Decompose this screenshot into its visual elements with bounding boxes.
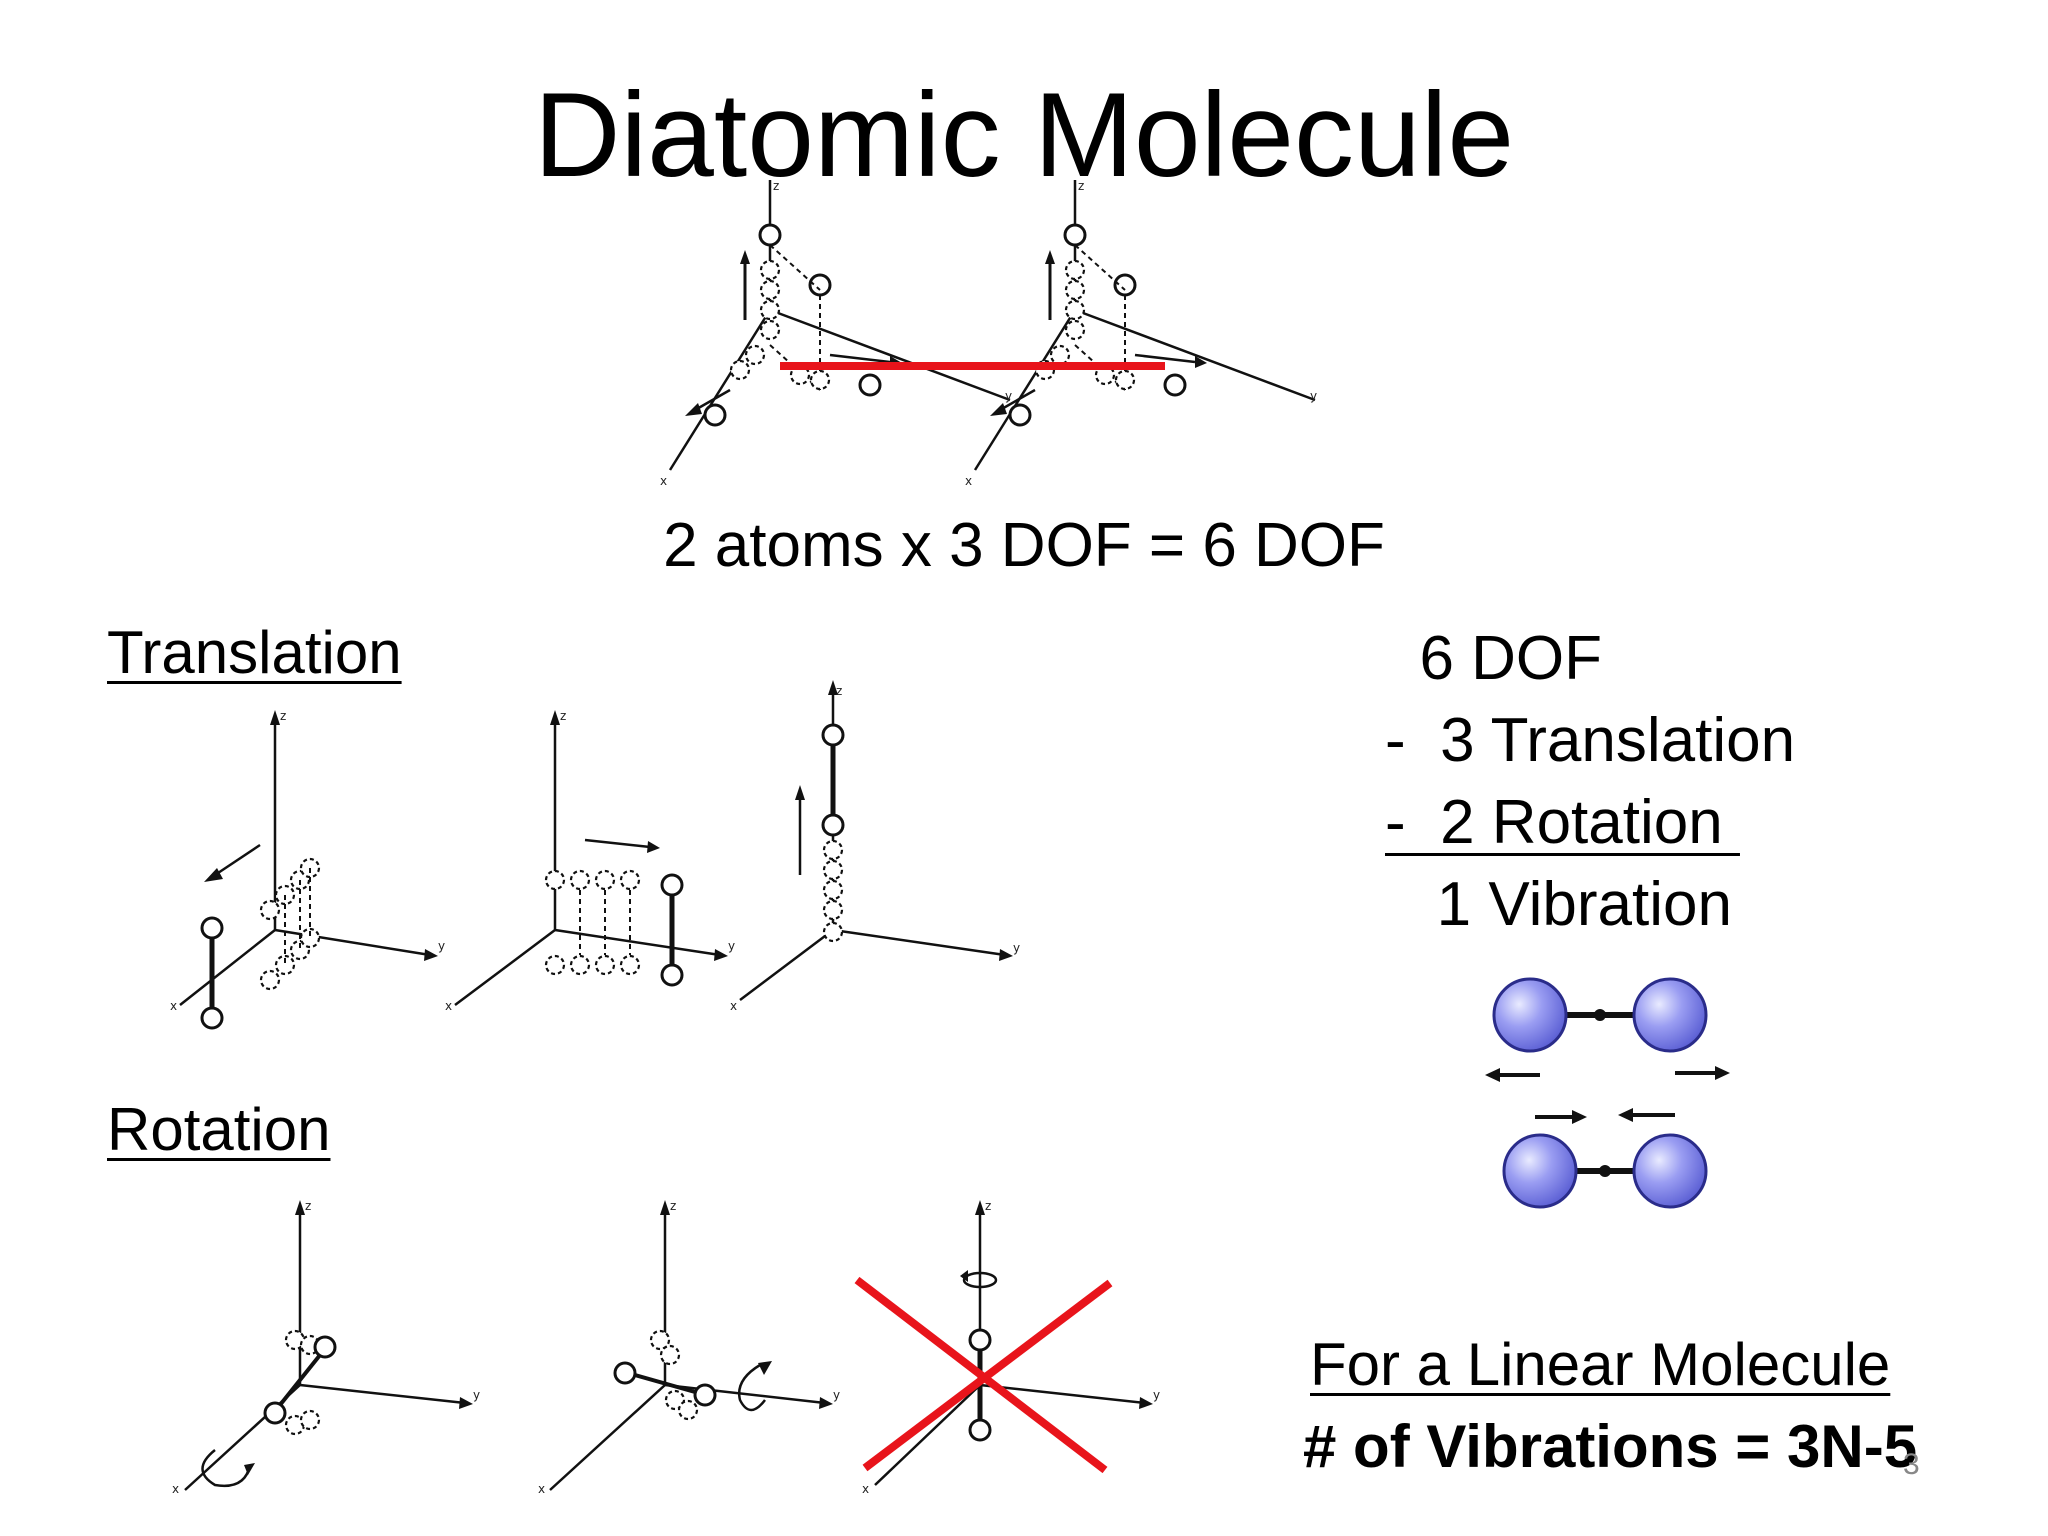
compress-molecule	[1502, 1108, 1708, 1209]
rotation-figures: z y x z y x z y x	[172, 1199, 1160, 1496]
svg-text:z: z	[1078, 179, 1084, 193]
svg-text:y: y	[1310, 389, 1317, 403]
slide-number: 3	[1903, 1448, 1920, 1481]
atom-2-dof-figure: z y x	[965, 179, 1317, 488]
svg-text:y: y	[1153, 1388, 1160, 1402]
svg-text:x: x	[445, 999, 452, 1013]
dof-equation: 2 atoms x 3 DOF = 6 DOF	[663, 511, 1385, 580]
svg-text:z: z	[305, 1199, 311, 1213]
svg-text:x: x	[660, 474, 667, 488]
translation-x-figure: z y x	[170, 709, 445, 1030]
svg-text:z: z	[560, 709, 566, 723]
translation-z-figure: z y x	[730, 680, 1020, 1013]
svg-text:z: z	[280, 709, 286, 723]
svg-text:y: y	[1013, 941, 1020, 955]
svg-text:y: y	[438, 939, 445, 953]
translation-heading: Translation	[107, 619, 402, 686]
rotation-heading: Rotation	[107, 1096, 331, 1163]
svg-text:x: x	[172, 1482, 179, 1496]
svg-text:z: z	[670, 1199, 676, 1213]
svg-text:x: x	[170, 999, 177, 1013]
svg-text:z: z	[836, 684, 842, 698]
tally-vibration: 1 Vibration	[1385, 870, 1732, 939]
translation-figures: z y x z y x	[170, 680, 1020, 1030]
tally-total-dof: 6 DOF	[1385, 624, 1603, 693]
svg-text:y: y	[833, 1388, 840, 1402]
svg-text:x: x	[538, 1482, 545, 1496]
slide-title: Diatomic Molecule	[533, 68, 1515, 202]
rotation-z-figure: z y x	[862, 1199, 1160, 1496]
translation-y-figure: z y x	[445, 709, 735, 1013]
stretch-molecule	[1485, 977, 1730, 1082]
tally-translation: - 3 Translation	[1385, 706, 1796, 775]
svg-text:x: x	[730, 999, 737, 1013]
rotation-y-figure: z y x	[538, 1199, 840, 1496]
atom-1-dof-figure: z y x	[660, 179, 1012, 488]
svg-text:x: x	[965, 474, 972, 488]
rotation-x-figure: z y x	[172, 1199, 480, 1496]
tally-rotation: - 2 Rotation	[1385, 788, 1740, 857]
linear-molecule-heading: For a Linear Molecule	[1310, 1331, 1891, 1398]
svg-text:z: z	[773, 179, 779, 193]
svg-text:y: y	[728, 939, 735, 953]
svg-text:y: y	[473, 1388, 480, 1402]
cross-out-mark	[854, 1276, 1113, 1474]
vibration-figures	[1485, 977, 1730, 1209]
diatomic-dof-diagram: z y x z y x	[660, 179, 1317, 488]
vibrations-formula: # of Vibrations = 3N-5	[1303, 1413, 1918, 1480]
svg-text:y: y	[1005, 389, 1012, 403]
svg-text:x: x	[862, 1482, 869, 1496]
svg-text:z: z	[985, 1199, 991, 1213]
